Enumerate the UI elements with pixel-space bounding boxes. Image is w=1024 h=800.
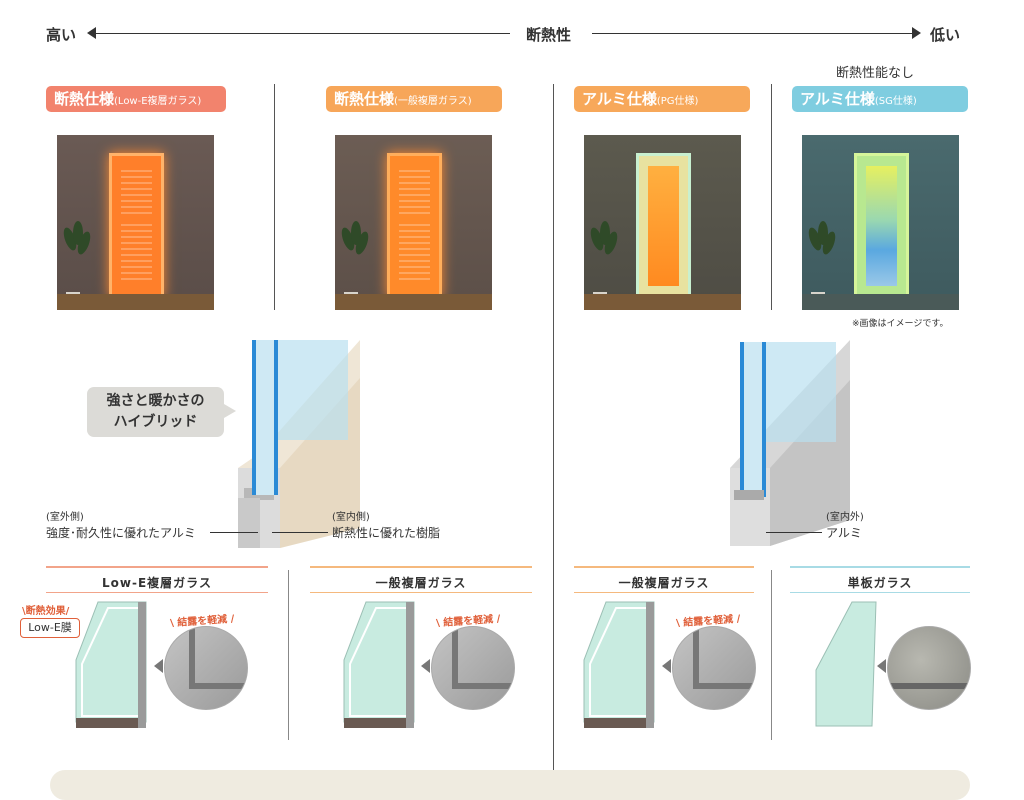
glass-underline	[574, 592, 754, 593]
spec-main: アルミ仕様	[582, 90, 657, 108]
glass-divider	[771, 570, 772, 740]
scale-line-left	[95, 33, 510, 34]
detail-circle-general-2	[672, 626, 756, 710]
divider-3	[771, 84, 772, 310]
scale-high-label: 高い	[46, 26, 77, 44]
inside-leader	[272, 532, 328, 533]
bottom-band	[50, 770, 970, 800]
glass-pane-single	[815, 601, 877, 727]
floor	[802, 294, 959, 310]
door-thermal	[109, 153, 164, 298]
spec-main: アルミ仕様	[800, 90, 875, 108]
spec-label-general: 断熱仕様(一般複層ガラス)	[326, 86, 502, 112]
glass-underline	[310, 566, 532, 568]
glass-underline	[574, 566, 754, 568]
glass-underline	[46, 592, 268, 593]
pointer-icon	[662, 659, 671, 673]
hybrid-bubble: 強さと暖かさの ハイブリッド	[87, 387, 224, 437]
aluminum-leader	[766, 532, 822, 533]
spec-sub: (Low-E複層ガラス)	[114, 96, 202, 107]
glass-underline	[46, 566, 268, 568]
lowe-film-label: Low-E膜	[20, 618, 80, 638]
spec-sub: (一般複層ガラス)	[394, 96, 472, 107]
glass-pane-general-1	[343, 601, 415, 728]
bubble-pointer	[224, 404, 236, 418]
bubble-line1: 強さと暖かさの	[106, 393, 205, 409]
divider-1	[274, 84, 275, 310]
outside-leader	[210, 532, 258, 533]
aluminum-desc: アルミ	[826, 526, 862, 540]
insulation-effect-label: \断熱効果/	[22, 606, 70, 617]
door-photo-lowe	[57, 135, 214, 310]
glass-title-general-2: 一般複層ガラス	[618, 576, 710, 590]
detail-circle-general-1	[431, 626, 515, 710]
pointer-icon	[877, 659, 886, 673]
door-photo-general	[335, 135, 492, 310]
spec-label-sg: アルミ仕様(SG仕様)	[792, 86, 968, 112]
in-out-label: (室内外)	[826, 512, 864, 523]
glass-title-single: 単板ガラス	[847, 576, 913, 590]
spec-label-lowe: 断熱仕様(Low-E複層ガラス)	[46, 86, 226, 112]
bubble-line2: ハイブリッド	[113, 414, 198, 430]
outside-desc: 強度･耐久性に優れたアルミ	[46, 526, 196, 540]
pointer-icon	[421, 659, 430, 673]
scale-low-label: 低い	[930, 26, 961, 44]
glass-underline	[790, 592, 970, 593]
floor	[57, 294, 214, 310]
divider-main	[553, 84, 554, 774]
door-thermal	[854, 153, 909, 298]
glass-divider	[288, 570, 289, 740]
outside-label: (室外側)	[46, 512, 84, 523]
pointer-icon	[154, 659, 163, 673]
spec-label-pg: アルミ仕様(PG仕様)	[574, 86, 750, 112]
spec-main: 断熱仕様	[334, 90, 395, 108]
spec-sub: (SG仕様)	[874, 96, 917, 107]
inside-label: (室内側)	[332, 512, 370, 523]
glass-underline	[790, 566, 970, 568]
door-thermal	[387, 153, 442, 298]
floor	[584, 294, 741, 310]
image-note: ※画像はイメージです。	[852, 319, 949, 329]
door-photo-sg	[802, 135, 959, 310]
door-photo-pg	[584, 135, 741, 310]
spec-sub: (PG仕様)	[656, 96, 699, 107]
glass-pane-lowe	[75, 601, 147, 728]
scale-center-label: 断熱性	[526, 26, 572, 44]
glass-pane-general-2	[583, 601, 655, 728]
floor	[335, 294, 492, 310]
glass-title-lowe: Low-E複層ガラス	[102, 576, 212, 590]
no-insulation-note: 断熱性能なし	[836, 66, 915, 81]
spec-main: 断熱仕様	[54, 90, 115, 108]
aluminum-frame-illustration	[730, 340, 850, 546]
arrow-left-icon	[87, 27, 96, 39]
insulation-effect-text: 断熱効果	[25, 606, 66, 617]
scale-line-right	[592, 33, 912, 34]
glass-underline	[310, 592, 532, 593]
hybrid-frame-illustration	[238, 340, 360, 548]
arrow-right-icon	[912, 27, 921, 39]
detail-circle-single	[887, 626, 971, 710]
detail-circle-lowe	[164, 626, 248, 710]
glass-title-general-1: 一般複層ガラス	[375, 576, 467, 590]
door-thermal	[636, 153, 691, 298]
inside-desc: 断熱性に優れた樹脂	[332, 526, 441, 540]
